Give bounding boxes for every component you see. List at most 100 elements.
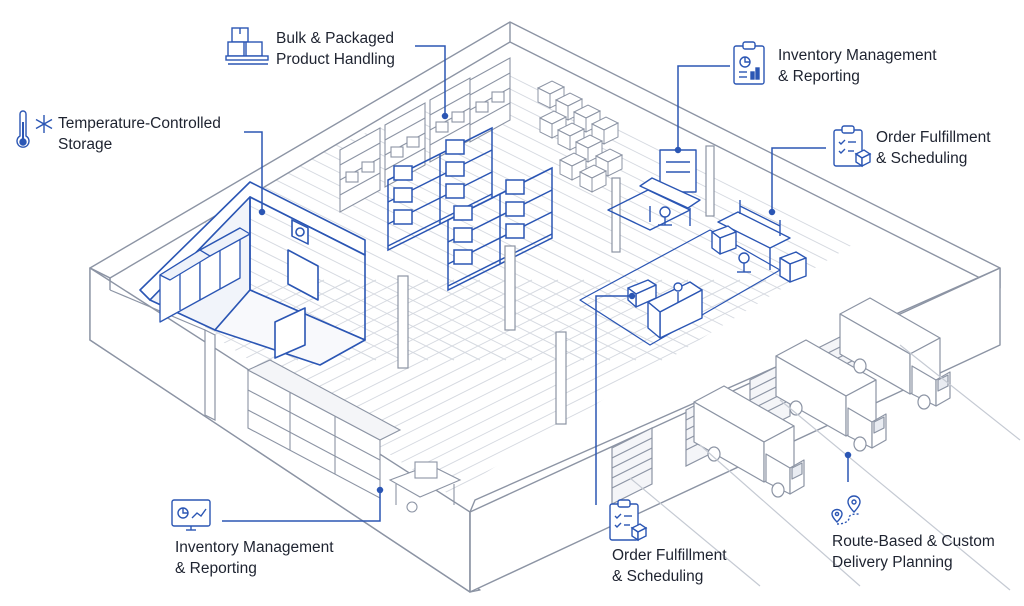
route-pins-icon	[831, 495, 861, 525]
floor-grid-line	[205, 70, 611, 361]
callout-temperature-line2: Storage	[58, 136, 113, 153]
rack-box	[393, 187, 413, 203]
callout-inventory-top-line1: Inventory Management	[778, 47, 937, 64]
shelf-level	[339, 142, 381, 166]
floor-grid-line	[205, 70, 637, 361]
rack-box	[453, 227, 473, 243]
dock-door-slat	[611, 457, 653, 479]
callout-order-bottom-line1: Order Fulfillment	[612, 547, 727, 564]
shelf-box	[390, 146, 404, 158]
rack-box	[445, 183, 465, 199]
callout-temperature-storage: Temperature-Controlled Storage	[58, 113, 221, 155]
floor-grid-line	[1010, 280, 1024, 600]
callout-inventory-bottom-line1: Inventory Management	[175, 539, 334, 556]
rack-box	[453, 249, 473, 265]
road-markings	[629, 344, 1021, 591]
clipboard-chart-icon	[733, 41, 765, 85]
dock-door-slat	[611, 467, 653, 489]
box-front	[591, 170, 607, 193]
rack-box	[453, 205, 473, 221]
floor-grid-line	[0, 40, 38, 360]
truck-windshield	[873, 416, 885, 434]
rack-box	[505, 179, 525, 195]
truck-wheel	[917, 394, 931, 410]
monitor-chart-icon	[171, 499, 211, 531]
dock-door	[611, 427, 653, 505]
shelf-box	[491, 91, 505, 103]
floor-grid-line	[205, 70, 455, 361]
shelf-level	[384, 147, 426, 171]
truck-wheel	[853, 436, 867, 452]
checklist-box-icon	[609, 499, 648, 542]
dock-door-slat	[611, 437, 653, 459]
floor-grid-line	[205, 279, 715, 495]
floor-grid-line	[205, 70, 429, 361]
shelf-box	[475, 101, 489, 113]
floor-grid-line	[0, 280, 90, 600]
callout-bulk-packaged: Bulk & Packaged Product Handling	[276, 28, 395, 70]
shelf-level	[469, 72, 511, 96]
callout-order-top-line2: & Scheduling	[876, 150, 968, 167]
floor-grid-line	[205, 70, 689, 361]
floor-grid-line	[411, 70, 860, 361]
delivery-trucks	[693, 297, 951, 498]
floor-grid-line	[205, 279, 793, 495]
floor-grid-line	[205, 279, 481, 495]
rack-box	[393, 209, 413, 225]
truck-windshield	[937, 374, 949, 392]
callout-route-line2: Delivery Planning	[832, 554, 953, 571]
box-front	[607, 154, 623, 177]
office-divider-wall	[109, 289, 216, 421]
shelf-level	[429, 122, 471, 146]
callout-bulk-line1: Bulk & Packaged	[276, 30, 395, 47]
box-stacks	[536, 80, 624, 193]
callout-leader-lines	[222, 45, 852, 522]
callout-inventory-bottom: Inventory Management & Reporting	[175, 537, 334, 579]
shelf-level	[339, 172, 381, 196]
shelf-level	[384, 117, 426, 141]
callout-temperature-line1: Temperature-Controlled	[58, 115, 221, 132]
truck-wheel	[771, 482, 785, 498]
floor-grid-line	[0, 40, 64, 360]
shelf-box	[345, 171, 359, 183]
checklist-box-icon	[833, 125, 872, 168]
dock-door-slat	[611, 447, 653, 469]
shelf-box	[361, 161, 375, 173]
blue-pallet-racks	[387, 126, 553, 292]
callout-route-planning: Route-Based & Custom Delivery Planning	[832, 531, 995, 573]
boxes-on-pallet-icon	[225, 27, 269, 65]
cold-storage-room	[139, 181, 366, 366]
callout-inventory-bottom-line2: & Reporting	[175, 560, 257, 577]
callout-inventory-top-line2: & Reporting	[778, 68, 860, 85]
box-front	[603, 122, 619, 145]
rack-box	[445, 161, 465, 177]
floor-grid-line	[205, 279, 325, 495]
shelf-level	[429, 92, 471, 116]
floor-grid-line	[205, 70, 403, 361]
support-columns	[397, 145, 715, 425]
floor-grid-line	[205, 279, 741, 495]
rack-box	[505, 201, 525, 217]
floor-grid-line	[0, 280, 12, 600]
floor-grid-line	[0, 40, 12, 360]
callout-order-top: Order Fulfillment & Scheduling	[876, 127, 991, 169]
office-workstations	[579, 149, 807, 346]
floor-grid-line	[1010, 40, 1024, 360]
rack-box	[445, 139, 465, 155]
rack-box	[393, 165, 413, 181]
shelf-box	[406, 136, 420, 148]
thermometer-snowflake-icon	[16, 110, 53, 148]
callout-inventory-top: Inventory Management & Reporting	[778, 45, 937, 87]
shelf-level	[469, 102, 511, 126]
truck-wheel	[707, 446, 721, 462]
callout-route-line1: Route-Based & Custom	[832, 533, 995, 550]
floor-grid-line	[0, 40, 90, 360]
callout-bulk-line2: Product Handling	[276, 51, 395, 68]
floor-grid-line	[0, 280, 38, 600]
callout-order-bottom-line2: & Scheduling	[612, 568, 704, 585]
callout-order-bottom: Order Fulfillment & Scheduling	[612, 545, 727, 587]
truck-wheel	[853, 358, 867, 374]
floor-grid-line	[0, 280, 64, 600]
rack-box	[505, 223, 525, 239]
